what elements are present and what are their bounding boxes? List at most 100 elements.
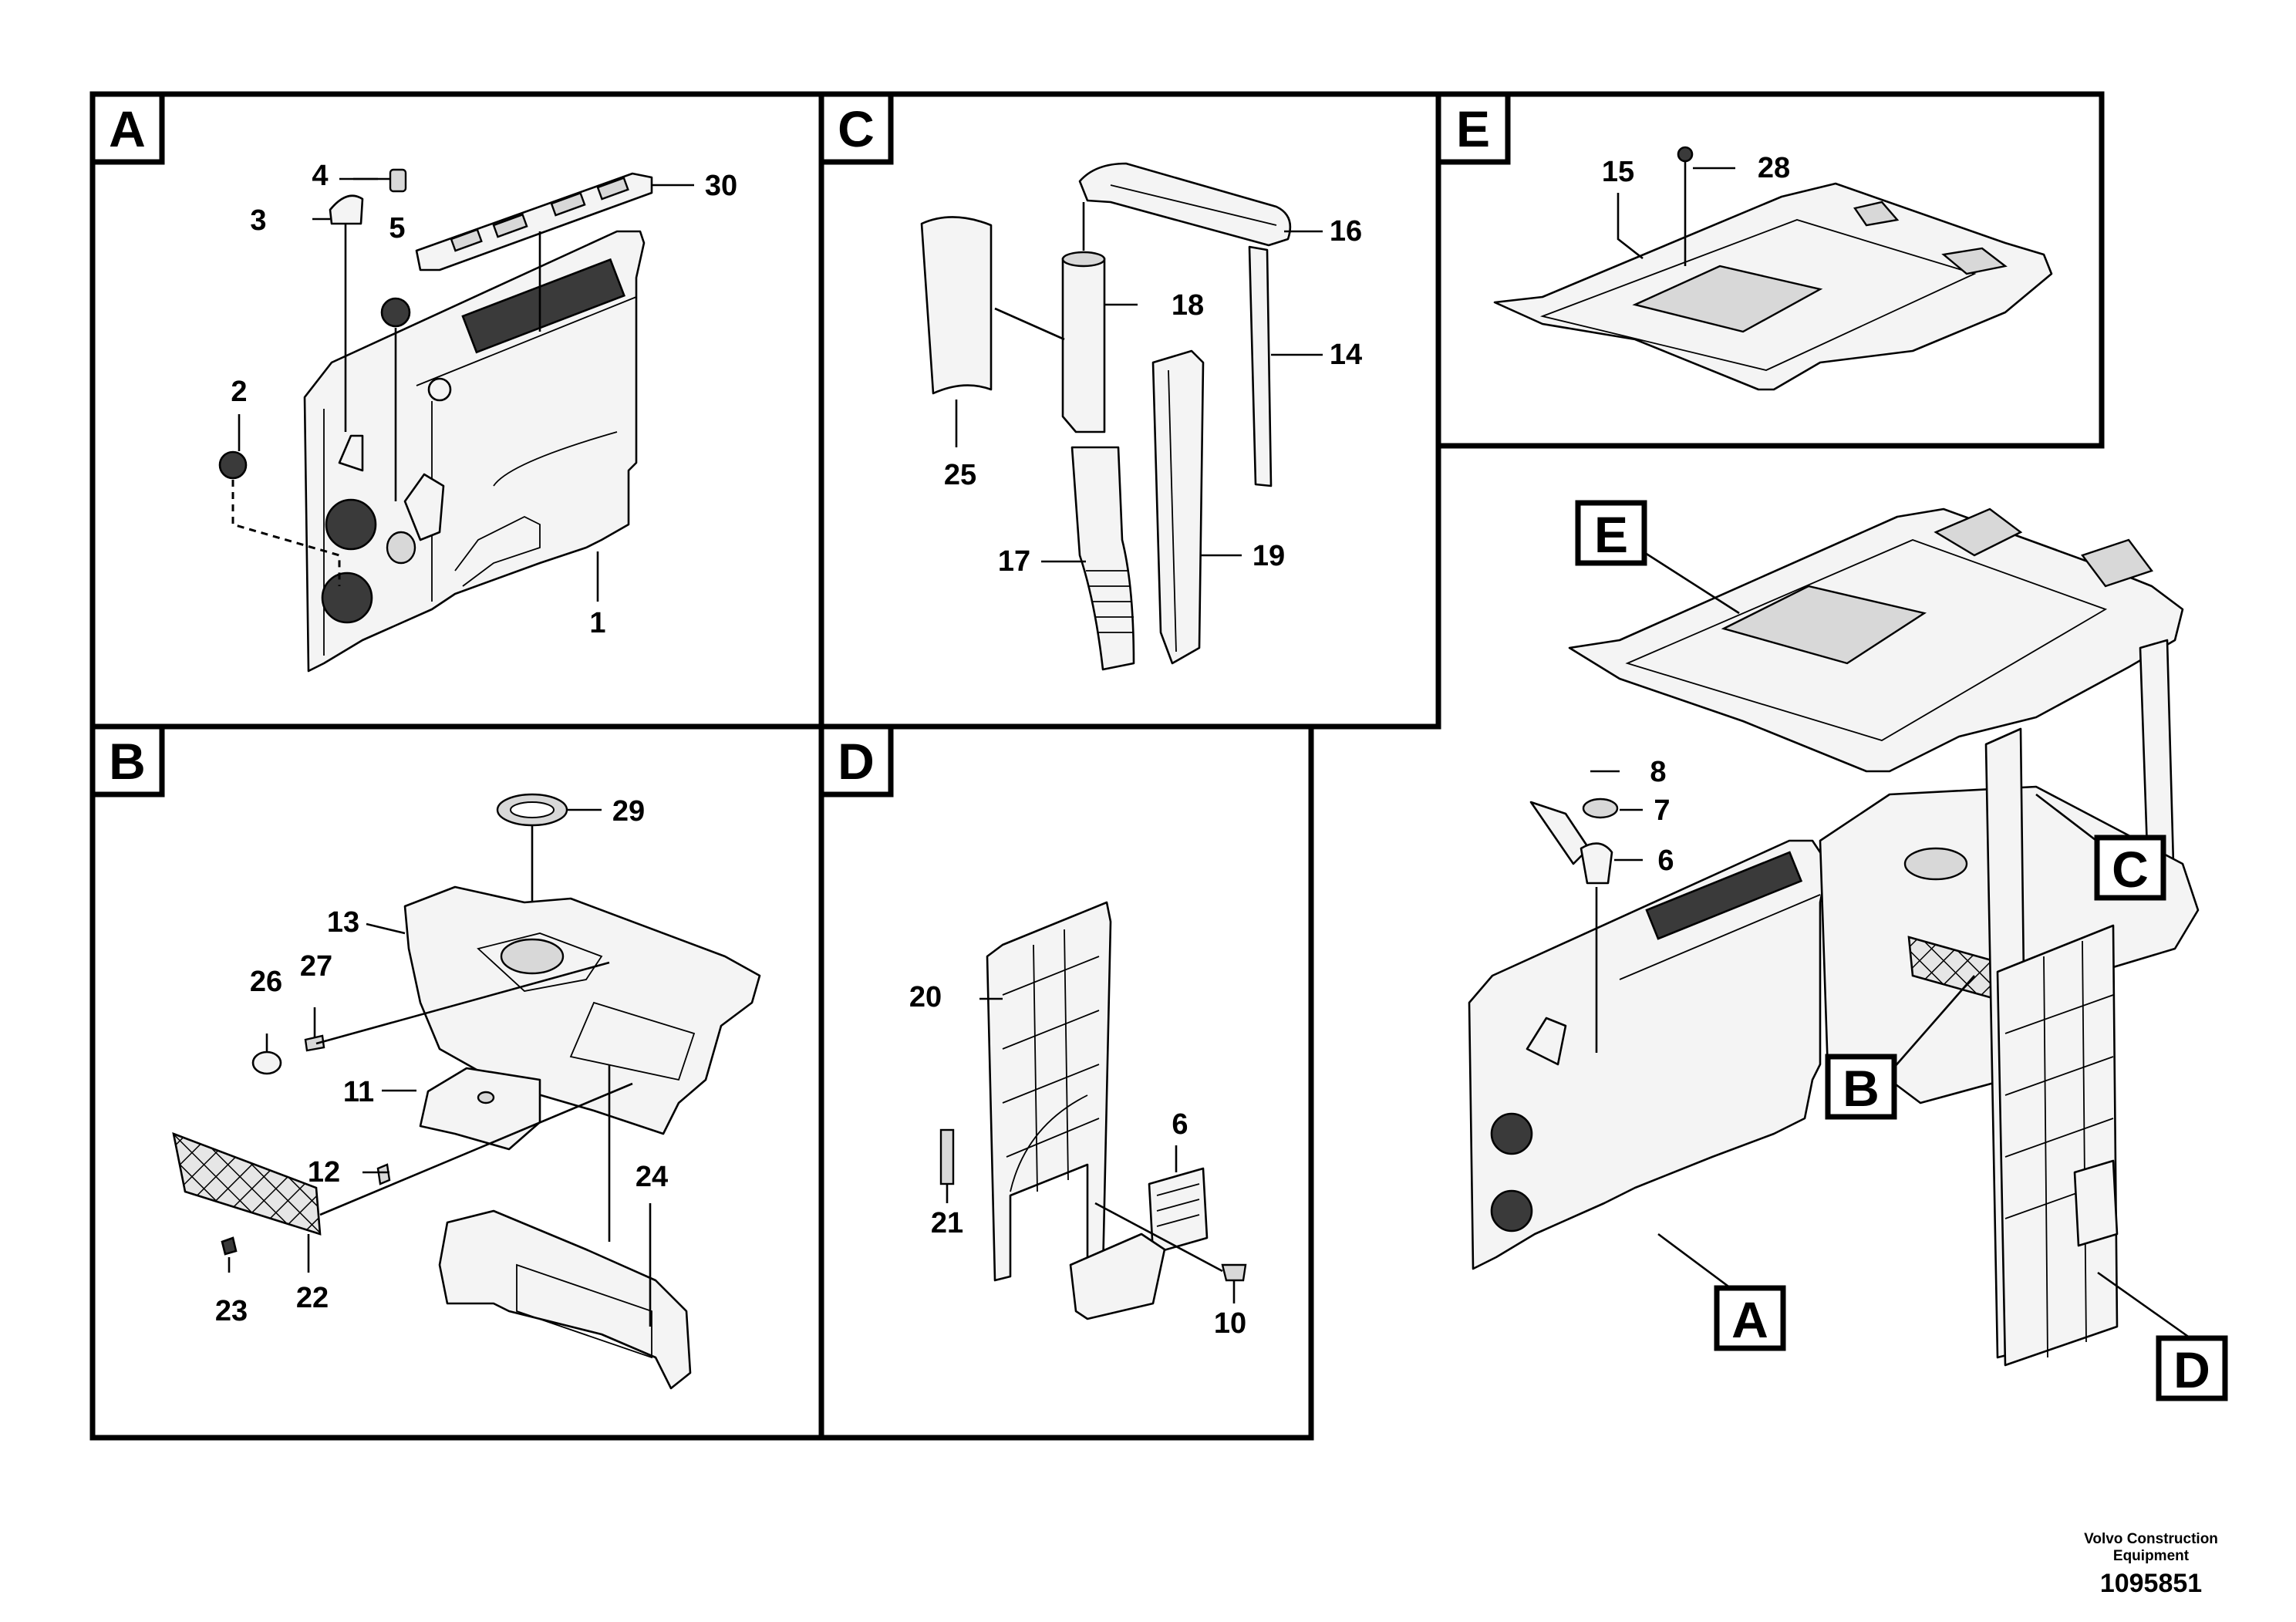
grommet-2 <box>218 450 248 480</box>
panel-c-badge: C <box>818 91 894 165</box>
upper-speaker <box>325 498 377 551</box>
overview-cap-7 <box>1582 798 1619 819</box>
callout-30: 30 <box>705 170 737 202</box>
panel-b-drawing: 29 13 26 27 11 12 24 <box>172 793 761 1390</box>
callout-1: 1 <box>589 607 605 639</box>
overview-drawing: 8 7 6 <box>1468 508 2200 1367</box>
screw-27 <box>304 1034 325 1052</box>
cap-26 <box>251 1050 282 1075</box>
callout-28: 28 <box>1758 152 1790 184</box>
lower-panel-24 <box>438 1209 692 1390</box>
clip-4 <box>389 168 407 193</box>
callout-18: 18 <box>1172 289 1204 322</box>
callout-26: 26 <box>250 966 282 998</box>
overview-badge-d: D <box>2156 1335 2228 1401</box>
clip-12 <box>376 1163 391 1185</box>
callout-20: 20 <box>909 981 942 1013</box>
callout-23: 23 <box>215 1295 248 1327</box>
callout-2: 2 <box>231 376 247 408</box>
callout-12: 12 <box>308 1156 340 1189</box>
callout-13: 13 <box>327 906 359 939</box>
cover-plate-11 <box>419 1067 541 1151</box>
grid-panel-20 <box>986 901 1112 1282</box>
document-number: 1095851 <box>2099 1569 2203 1598</box>
callout-16: 16 <box>1330 215 1362 248</box>
overview-cover-part <box>1529 801 1590 865</box>
latch-21 <box>939 1128 955 1185</box>
callout-7: 7 <box>1654 794 1670 827</box>
overview-badge-c: C <box>2094 835 2166 901</box>
overview-badge-b: B <box>1825 1054 1897 1120</box>
callout-10: 10 <box>1214 1307 1246 1340</box>
panel-switch-knob <box>427 377 452 402</box>
top-duct-16 <box>1078 162 1292 247</box>
trim-strip-14 <box>1248 245 1273 487</box>
vent-6 <box>1148 1167 1209 1255</box>
roof-hatch <box>1632 265 1823 333</box>
panel-a-drawing: 1 2 3 4 5 30 <box>218 160 737 673</box>
panel-c-letter: C <box>838 100 875 157</box>
panel-c-drawing: 16 18 14 25 17 19 <box>920 162 1362 671</box>
callout-17: 17 <box>998 545 1030 578</box>
nut-23 <box>221 1236 238 1256</box>
duct-18 <box>1061 257 1106 433</box>
callout-6-overview: 6 <box>1657 845 1674 877</box>
callout-19: 25 <box>944 459 976 491</box>
callout-6-panel-d: 6 <box>1172 1108 1188 1141</box>
overview-letter-e: E <box>1594 506 1628 563</box>
callout-27: 27 <box>300 950 332 983</box>
overview-letter-d: D <box>2173 1341 2210 1398</box>
callout-3: 3 <box>250 204 266 237</box>
brand-line-1: Volvo Construction <box>2084 1531 2218 1547</box>
panel-e-badge: E <box>1435 91 1511 165</box>
overview-letter-a: A <box>1731 1291 1768 1348</box>
callout-11: 11 <box>343 1076 374 1108</box>
panel-e-frame <box>1435 91 2105 449</box>
overview-badge-e: E <box>1575 500 1647 566</box>
cover-cap-3 <box>329 194 364 225</box>
trim-pillar <box>338 434 364 472</box>
overview-cup-6 <box>1580 842 1613 885</box>
callout-21: 21 <box>931 1207 963 1239</box>
overview-letter-c: C <box>2112 841 2149 898</box>
brand-line-2: Equipment <box>2112 1548 2190 1564</box>
duct-cover-19 <box>920 216 993 395</box>
overview-grid-panel <box>1996 924 2119 1367</box>
panel-b-badge: B <box>89 723 165 798</box>
holder-ring <box>386 531 416 565</box>
switch-strip <box>461 258 625 354</box>
panel-a-letter: A <box>109 100 146 157</box>
callout-8: 8 <box>1650 756 1666 788</box>
panel-d-drawing: 20 6 21 10 <box>909 901 1247 1340</box>
callout-5: 5 <box>389 212 405 244</box>
callout-22: 22 <box>296 1282 329 1314</box>
callout-24: 24 <box>636 1161 668 1193</box>
overview-side-trim <box>1468 839 1829 1270</box>
callout-14: 14 <box>1330 339 1362 371</box>
channel-25 <box>1151 349 1205 665</box>
lower-duct-17 <box>1070 446 1135 671</box>
callout-4: 4 <box>312 160 328 192</box>
publisher-footer: Volvo Construction Equipment 1095851 <box>2051 1531 2251 1600</box>
screw-10 <box>1221 1263 1247 1282</box>
panel-a-badge: A <box>89 91 165 165</box>
callout-25: 19 <box>1253 540 1285 572</box>
top-trim-strip-30 <box>415 172 653 271</box>
callout-15: 15 <box>1602 156 1634 188</box>
overview-letter-b: B <box>1843 1060 1880 1117</box>
callout-29: 29 <box>612 795 645 828</box>
panel-d-letter: D <box>838 733 875 790</box>
screw-28-head <box>1677 146 1694 163</box>
overview-badge-a: A <box>1714 1285 1786 1351</box>
grille-22 <box>172 1131 322 1236</box>
panel-b-letter: B <box>109 733 146 790</box>
duct-piece <box>1069 1233 1166 1320</box>
panel-d-frame <box>818 723 1314 1441</box>
panel-e-drawing: 28 15 <box>1493 146 2053 391</box>
side-trim-panel-1 <box>303 230 646 673</box>
grommet-5 <box>380 297 411 328</box>
panel-e-letter: E <box>1456 100 1490 157</box>
cup-holder <box>403 473 445 541</box>
lower-speaker <box>321 572 373 624</box>
